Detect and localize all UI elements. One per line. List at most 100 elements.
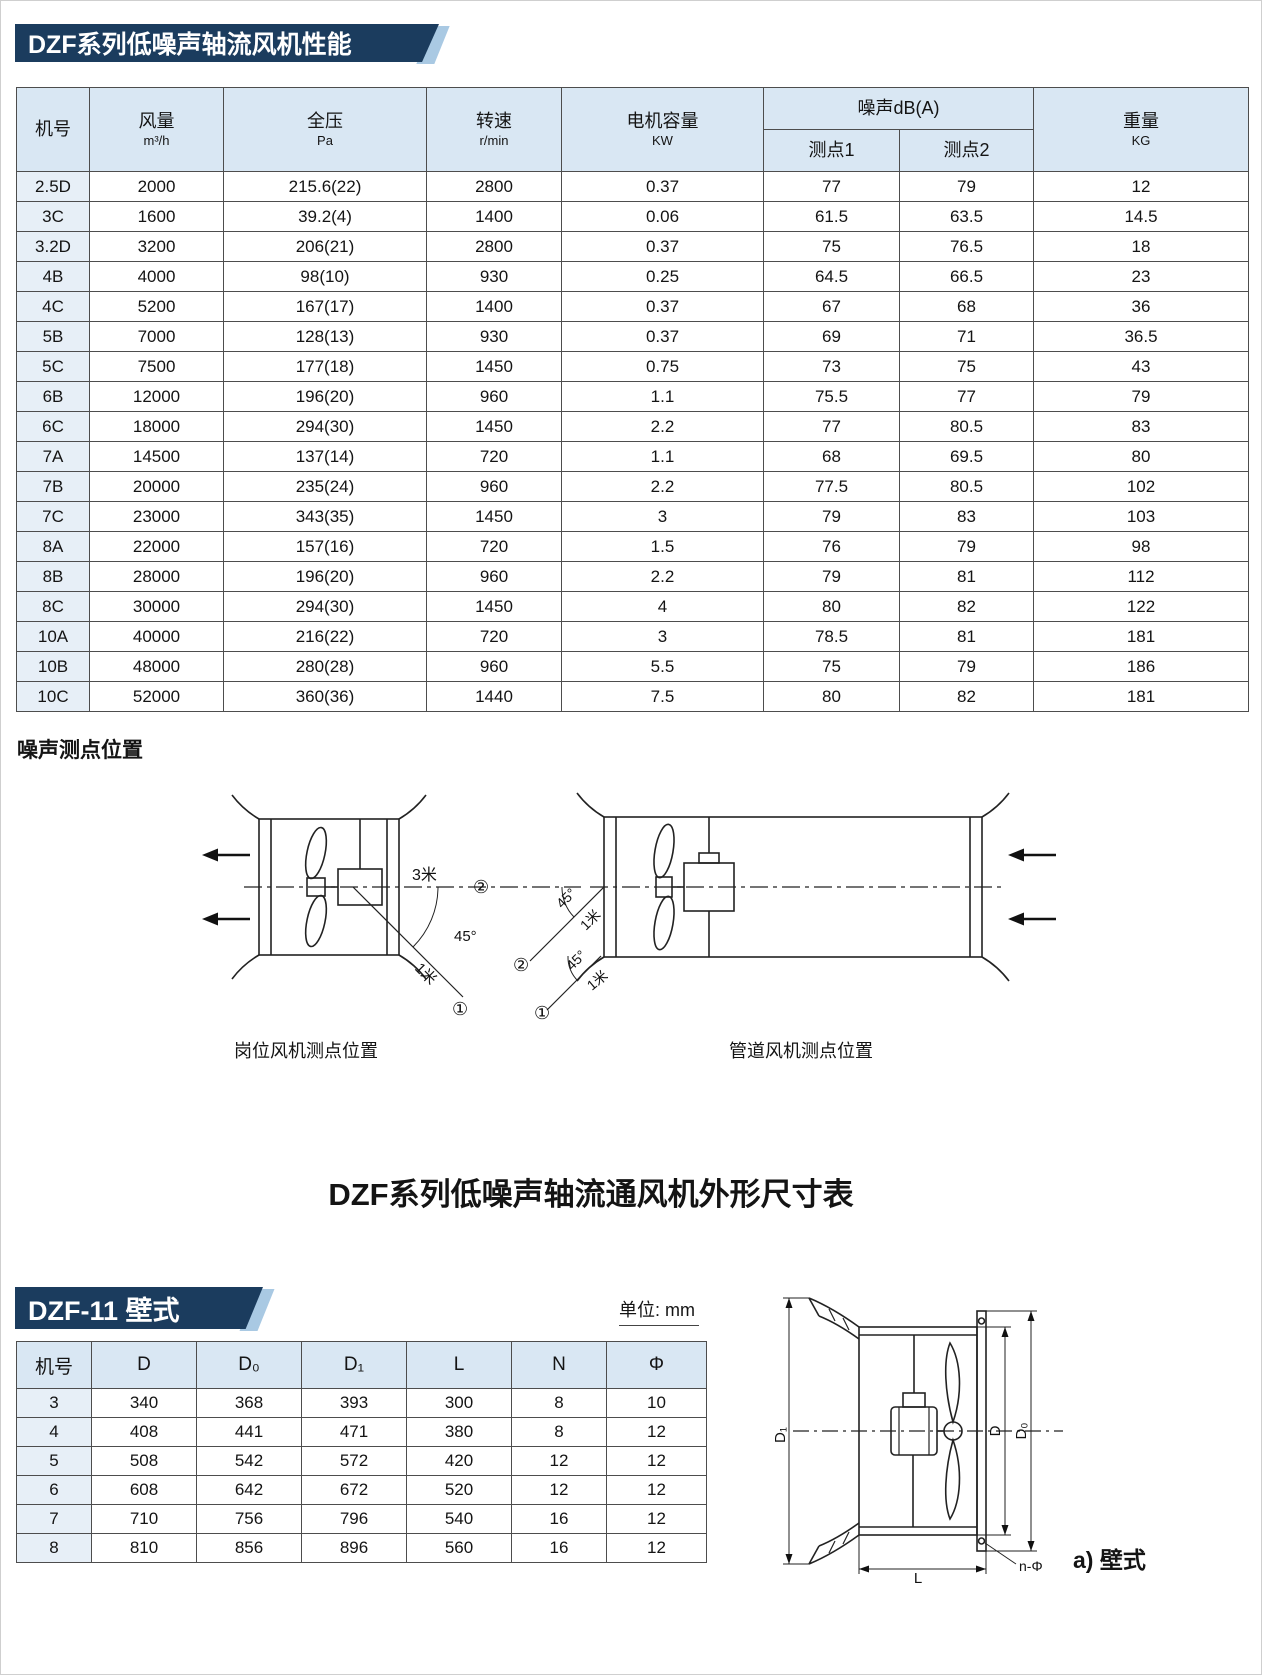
data-cell: 75 <box>763 651 900 682</box>
data-cell: 560 <box>406 1533 512 1563</box>
data-cell: 68 <box>763 441 900 472</box>
data-cell: 23000 <box>89 501 224 532</box>
bolt-hole-callout: n-Φ <box>984 1542 1043 1574</box>
data-cell: 380 <box>406 1417 512 1447</box>
row-model-cell: 5B <box>16 321 90 352</box>
data-cell: 82 <box>898 591 1035 622</box>
data-cell: 112 <box>1033 561 1250 592</box>
data-cell: 540 <box>406 1504 512 1534</box>
data-cell: 79 <box>763 561 900 592</box>
data-cell: 720 <box>426 621 562 652</box>
data-cell: 7500 <box>89 351 224 382</box>
data-cell: 83 <box>1033 411 1250 442</box>
row-model-cell: 8A <box>16 531 90 562</box>
wall-fan-section-outline <box>808 1297 987 1565</box>
row-model-cell: 5C <box>16 351 90 382</box>
data-cell: 39.2(4) <box>223 201 427 232</box>
row-model-cell: 6C <box>16 411 90 442</box>
dzf11-col-header-d: D <box>91 1341 197 1389</box>
measure-line-45deg-left <box>352 886 464 998</box>
data-cell: 66.5 <box>898 261 1035 292</box>
col-header-model: 机号 <box>16 87 90 172</box>
data-cell: 79 <box>898 171 1035 202</box>
row-model-cell: 5 <box>16 1446 92 1476</box>
data-cell: 61.5 <box>763 201 900 232</box>
data-cell: 76 <box>763 531 900 562</box>
data-cell: 98(10) <box>223 261 427 292</box>
data-cell: 280(28) <box>223 651 427 682</box>
noise-diagram-area: 3米 ② 45° 1米 ① <box>16 789 1248 1029</box>
point2-marker-right: ② <box>513 955 529 975</box>
dzf11-col-header-phi: Φ <box>606 1341 707 1389</box>
dzf11-section-banner: DZF-11 壁式 <box>15 1287 275 1331</box>
dzf11-section-title: DZF-11 壁式 <box>15 1287 263 1329</box>
unit-label: 单位: mm <box>619 1296 699 1326</box>
data-cell: 856 <box>196 1533 302 1563</box>
row-model-cell: 7A <box>16 441 90 472</box>
data-cell: 4000 <box>89 261 224 292</box>
row-model-cell: 7C <box>16 501 90 532</box>
data-cell: 720 <box>426 441 562 472</box>
data-cell: 960 <box>426 381 562 412</box>
data-cell: 1.1 <box>561 381 764 412</box>
data-cell: 0.25 <box>561 261 764 292</box>
data-cell: 1450 <box>426 351 562 382</box>
data-cell: 177(18) <box>223 351 427 382</box>
dzf11-col-header-d0: D₀ <box>196 1341 302 1389</box>
col-header-motor: 电机容量 KW <box>561 87 764 172</box>
data-cell: 81 <box>898 561 1035 592</box>
data-cell: 79 <box>898 651 1035 682</box>
data-cell: 79 <box>1033 381 1250 412</box>
col-header-weight: 重量 KG <box>1033 87 1250 172</box>
data-cell: 12 <box>511 1446 607 1476</box>
data-cell: 796 <box>301 1504 407 1534</box>
data-cell: 78.5 <box>763 621 900 652</box>
data-cell: 471 <box>301 1417 407 1447</box>
data-cell: 76.5 <box>898 231 1035 262</box>
row-model-cell: 8C <box>16 591 90 622</box>
row-model-cell: 6B <box>16 381 90 412</box>
wall-fan-drawing-svg: D₁ D D₀ <box>772 1297 1063 1587</box>
data-cell: 520 <box>406 1475 512 1505</box>
data-cell: 2.2 <box>561 471 764 502</box>
data-cell: 181 <box>1033 621 1250 652</box>
point1-marker-right: ① <box>534 1003 550 1023</box>
data-cell: 80 <box>763 681 900 712</box>
row-model-cell: 4 <box>16 1417 92 1447</box>
row-model-cell: 7B <box>16 471 90 502</box>
data-cell: 4 <box>561 591 764 622</box>
row-model-cell: 8 <box>16 1533 92 1563</box>
row-model-cell: 4C <box>16 291 90 322</box>
n-phi-label: n-Φ <box>1019 1558 1043 1574</box>
data-cell: 215.6(22) <box>223 171 427 202</box>
data-cell: 18000 <box>89 411 224 442</box>
data-cell: 720 <box>426 531 562 562</box>
data-cell: 71 <box>898 321 1035 352</box>
col-header-noise-point2: 测点2 <box>898 129 1035 172</box>
row-model-cell: 2.5D <box>16 171 90 202</box>
data-cell: 294(30) <box>223 591 427 622</box>
data-cell: 80 <box>763 591 900 622</box>
data-cell: 508 <box>91 1446 197 1476</box>
data-cell: 77 <box>763 411 900 442</box>
airflow-arrows-left <box>202 848 250 926</box>
dimension-d: D <box>977 1326 1011 1536</box>
data-cell: 22000 <box>89 531 224 562</box>
noise-diagram-svg: 3米 ② 45° 1米 ① <box>202 792 1056 1023</box>
data-cell: 79 <box>898 531 1035 562</box>
dzf11-col-header-n: N <box>511 1341 607 1389</box>
data-cell: 12 <box>606 1533 707 1563</box>
d1-label: D₁ <box>773 1427 789 1443</box>
data-cell: 960 <box>426 471 562 502</box>
data-cell: 196(20) <box>223 381 427 412</box>
row-model-cell: 3.2D <box>16 231 90 262</box>
data-cell: 0.37 <box>561 291 764 322</box>
duct-fan-caption: 管道风机测点位置 <box>729 1041 873 1061</box>
data-cell: 186 <box>1033 651 1250 682</box>
